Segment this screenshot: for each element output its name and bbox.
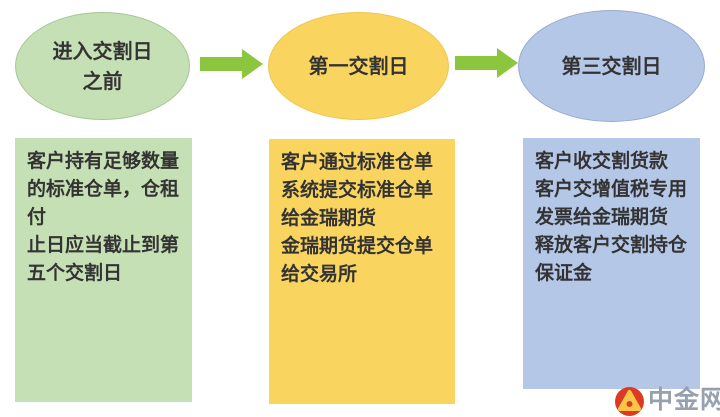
cngold-logo-icon [615, 387, 644, 416]
stage1-ellipse-label-line1: 进入交割日 [52, 39, 153, 63]
stage1-box-line: 五个交割日 [27, 262, 123, 284]
stage3-box-line: 客户交增值税专用 [535, 178, 688, 200]
stage3-box-line: 保证金 [535, 262, 593, 284]
stage2-box-line: 金瑞期货提交仓单 [281, 235, 434, 257]
stage1-box-line: 的标准仓单，仓租付 [27, 178, 180, 228]
stage3-ellipse-label: 第三交割日 [561, 54, 662, 78]
stage1-box: 客户持有足够数量 的标准仓单，仓租付 止日应当截止到第 五个交割日 [15, 138, 192, 402]
stage2-box-line: 客户通过标准仓单 [281, 151, 434, 173]
stage1-ellipse: 进入交割日 之前 [15, 12, 190, 120]
arrow-2-icon [455, 48, 518, 78]
stage2-box-line: 系统提交标准仓单 [281, 179, 434, 201]
arrow-1-icon [200, 49, 263, 79]
stage2-ellipse: 第一交割日 [268, 12, 449, 120]
cngold-watermark: 中金网 [614, 386, 720, 417]
stage2-box-line: 给交易所 [281, 263, 358, 285]
stage2-ellipse-label: 第一交割日 [308, 54, 409, 78]
cngold-watermark-text: 中金网 [648, 385, 720, 414]
stage3-box-line: 释放客户交割持仓 [535, 234, 688, 256]
stage2-box: 客户通过标准仓单 系统提交标准仓单 给金瑞期货 金瑞期货提交仓单 给交易所 [269, 139, 455, 404]
stage1-box-line: 客户持有足够数量 [27, 150, 180, 172]
stage1-box-line: 止日应当截止到第 [27, 234, 180, 256]
stage3-ellipse: 第三交割日 [518, 10, 705, 122]
stage1-ellipse-label-line2: 之前 [82, 69, 123, 93]
stage3-box: 客户收交割货款 客户交增值税专用 发票给金瑞期货 释放客户交割持仓 保证金 [523, 138, 700, 389]
stage3-box-line: 客户收交割货款 [535, 150, 669, 172]
stage2-box-line: 给金瑞期货 [281, 207, 377, 229]
stage3-box-line: 发票给金瑞期货 [535, 206, 669, 228]
